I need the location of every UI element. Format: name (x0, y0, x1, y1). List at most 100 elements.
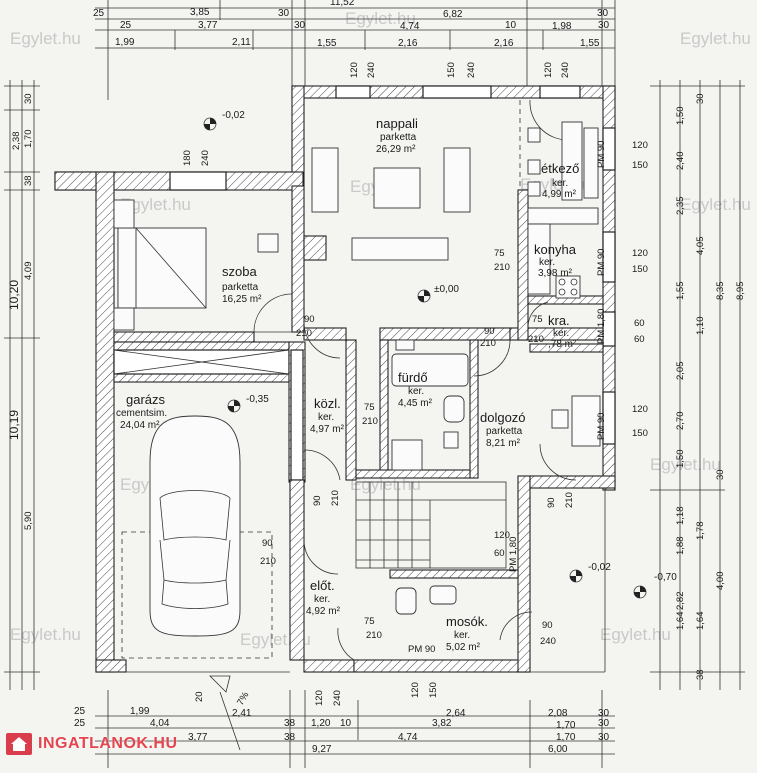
door-size: 210 (260, 556, 276, 567)
window-size: 120 (632, 140, 648, 151)
dim-label: 4,74 (398, 732, 418, 743)
dim-label: 1,99 (115, 37, 135, 48)
room-floor: ker. (553, 328, 569, 339)
dim-label: 9,27 (312, 744, 332, 755)
room-name: garázs (126, 392, 166, 407)
watermark: Egylet.hu (120, 195, 191, 214)
room-floor: ker. (454, 630, 470, 641)
dim-label: 2,11 (232, 37, 251, 48)
watermark: Egylet.hu (650, 455, 721, 474)
door-size: 90 (312, 495, 323, 506)
door-size: 90 (484, 326, 495, 337)
badge-text: INGATLANOK.HU (38, 735, 178, 752)
chair (527, 181, 541, 197)
room-floor: parketta (380, 132, 417, 143)
armchair (311, 147, 339, 213)
room-floor: ker. (539, 257, 555, 268)
opening-size: 120 (410, 682, 421, 698)
sofa (351, 237, 449, 261)
room-name: előt. (310, 578, 335, 593)
opening-size: 120 (349, 62, 360, 78)
opening-size: 240 (466, 62, 477, 78)
walls (54, 85, 616, 673)
dim-label: 30 (598, 708, 610, 719)
room-name: fürdő (398, 370, 428, 385)
stove (555, 275, 581, 299)
handwritten-note: 10,19 (7, 410, 21, 440)
dim-label: 1,55 (580, 38, 600, 49)
room-area: 26,29 m² (376, 144, 416, 155)
room-area: 4,99 m² (542, 189, 577, 200)
room-name: étkező (541, 161, 579, 176)
dim-label: 1,10 (695, 317, 706, 336)
dim-label: 3,77 (198, 20, 218, 31)
room-name: szoba (222, 264, 257, 279)
coffee-table (373, 167, 421, 209)
bench (583, 127, 599, 199)
door-size: 210 (366, 630, 382, 641)
dim-label: 30 (598, 718, 610, 729)
door-size: 240 (540, 636, 556, 647)
dining-table (561, 121, 583, 201)
dim-label: 8,35 (715, 282, 726, 301)
room-floor: ker. (318, 412, 334, 423)
wall-corner (54, 171, 97, 191)
staircase (355, 481, 507, 569)
desk-chair (551, 409, 569, 429)
room-area: 4,92 m² (306, 606, 341, 617)
wall-dolgozo-bottom (529, 475, 616, 489)
dim-label: 25 (93, 8, 105, 19)
door-size: 210 (528, 334, 544, 345)
window-size: 120 (632, 404, 648, 415)
wall-nappali-left (291, 85, 305, 187)
dim-label: 8,95 (735, 282, 746, 301)
dimension-lines-right: 1,50 2,40 2,35 1,55 2,05 2,70 1,50 1,18 … (650, 80, 746, 690)
dim-label: 30 (715, 469, 726, 480)
opening-size: 150 (446, 62, 457, 78)
opening-size: 240 (332, 690, 343, 706)
dim-label: 1,55 (317, 38, 337, 49)
room-area: 5,02 m² (446, 642, 481, 653)
dim-label: 2,16 (398, 38, 418, 49)
level-label: -0,70 (654, 572, 677, 583)
dim-label: 30 (598, 20, 610, 31)
dim-label: 10 (340, 718, 352, 729)
dimension-lines-left: 2,38 30 1,70 38 4,09 5,90 10,19 10,20 (4, 80, 40, 690)
dim-label: 1,88 (675, 537, 686, 556)
dim-label: 6,00 (548, 744, 568, 755)
opening-size: 120 (543, 62, 554, 78)
room-area: 16,25 m² (222, 294, 262, 305)
watermark: Egylet.hu (345, 9, 416, 28)
wall-west (95, 171, 115, 673)
dimension-lines-bottom: 25 4,04 38 1,20 10 3,82 1,70 30 25 1,99 … (74, 690, 615, 768)
dim-label: 1,99 (130, 706, 150, 717)
door-size: 75 (364, 616, 375, 627)
dim-label: 2,40 (675, 152, 686, 171)
window-opening (422, 85, 492, 99)
wall-interior (303, 327, 347, 341)
dim-label: 4,74 (400, 21, 420, 32)
dim-label: 5,90 (23, 512, 34, 531)
opening-size: 240 (366, 62, 377, 78)
window-size: 120 (632, 248, 648, 259)
dim-label: 1,55 (675, 282, 686, 301)
wall-south-west (95, 659, 127, 673)
pm-label: PM 90 (596, 413, 607, 440)
handwritten-note: 10,20 (7, 280, 21, 310)
dim-label: 11,52 (330, 0, 355, 8)
door-size: 75 (364, 402, 375, 413)
window-opening (539, 85, 581, 99)
wall-interior (529, 343, 604, 353)
room-area: 4,97 m² (310, 424, 345, 435)
dim-label: 1,50 (675, 107, 686, 126)
opening-size: 150 (428, 682, 439, 698)
sink (395, 339, 415, 351)
wall-interior (345, 339, 357, 481)
dim-label: 30 (23, 93, 34, 104)
dim-label: 2,64 (446, 708, 466, 719)
wall-mosok-bottom (353, 659, 530, 673)
dim-label: 30 (294, 20, 306, 31)
dim-label: 30 (597, 8, 609, 19)
level-label: ±0,00 (434, 284, 459, 295)
